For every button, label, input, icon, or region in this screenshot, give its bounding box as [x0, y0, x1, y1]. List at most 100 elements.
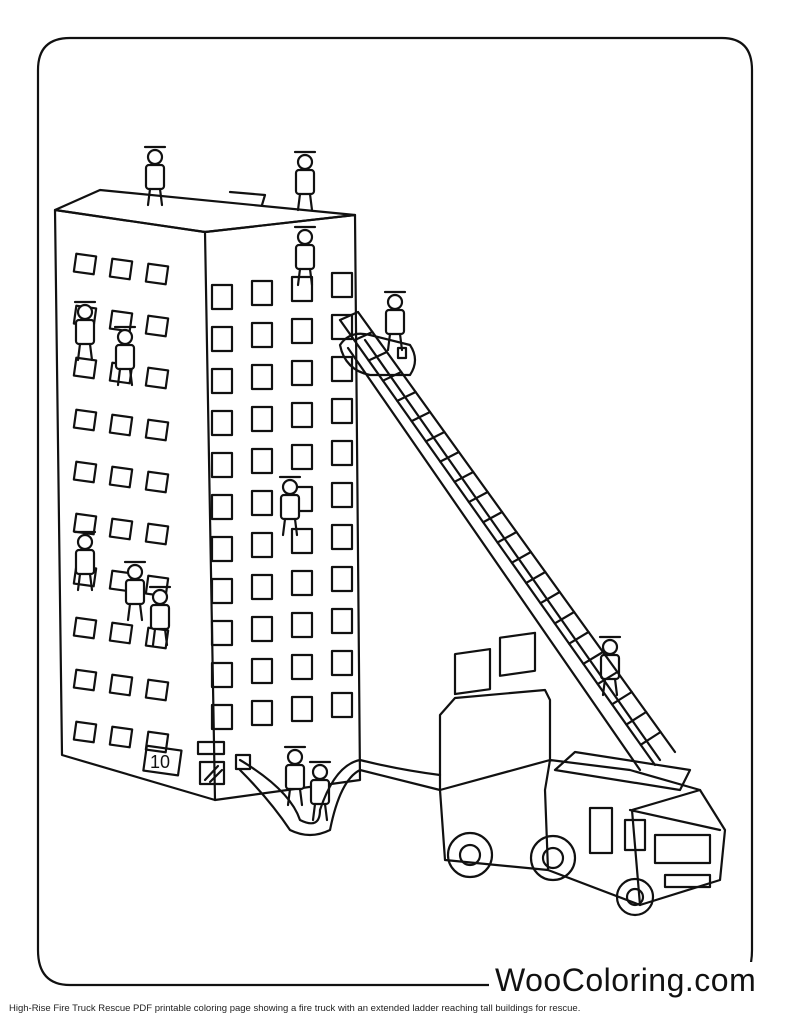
- firefighter-legs: [146, 187, 164, 207]
- window: [108, 413, 134, 437]
- firefighter-head: [116, 328, 134, 346]
- window: [108, 257, 134, 281]
- window: [72, 720, 98, 744]
- window: [72, 616, 98, 640]
- window: [290, 569, 314, 597]
- window: [250, 321, 274, 349]
- firefighter-head: [281, 478, 299, 496]
- firefighter-legs: [311, 802, 329, 822]
- window: [108, 517, 134, 541]
- window: [330, 313, 354, 341]
- page-caption: High-Rise Fire Truck Rescue PDF printabl…: [9, 1003, 581, 1014]
- window: [144, 522, 170, 546]
- ladder-rung: [510, 550, 533, 564]
- firefighter-body: [279, 493, 301, 521]
- ladder-rungs: [338, 310, 662, 746]
- window: [210, 661, 234, 689]
- firefighter-body: [114, 343, 136, 371]
- firefighter-legs: [286, 787, 304, 807]
- firefighter-head: [311, 763, 329, 781]
- ladder-rung: [496, 530, 518, 544]
- window: [144, 730, 170, 754]
- ladder-rung: [367, 350, 388, 362]
- firefighter-legs: [76, 572, 94, 592]
- firefighter-body: [294, 243, 316, 271]
- fire-hose: [238, 758, 442, 837]
- ladder-rung: [482, 510, 504, 524]
- window: [330, 523, 354, 551]
- firefighter-head: [76, 533, 94, 551]
- window: [108, 621, 134, 645]
- window: [210, 283, 234, 311]
- ladder-rung: [539, 590, 561, 605]
- window: [250, 489, 274, 517]
- window: [144, 262, 170, 286]
- window: [250, 699, 274, 727]
- window: [108, 465, 134, 489]
- ladder-rung: [582, 650, 605, 665]
- window: [210, 703, 234, 731]
- window: [330, 355, 354, 383]
- window: [144, 678, 170, 702]
- ladder-rung: [424, 430, 446, 443]
- extended-ladder: [338, 310, 677, 772]
- window: [210, 367, 234, 395]
- firefighter-head: [601, 638, 619, 656]
- ladder-rung: [353, 330, 374, 342]
- window: [210, 535, 234, 563]
- window: [250, 531, 274, 559]
- window: [210, 619, 234, 647]
- firefighter-body: [144, 163, 166, 191]
- window: [290, 275, 314, 303]
- firefighter-legs: [76, 342, 94, 362]
- firefighter-legs: [296, 267, 314, 287]
- window: [210, 493, 234, 521]
- window: [330, 397, 354, 425]
- firefighter-head: [126, 563, 144, 581]
- window: [108, 309, 134, 333]
- firefighter-legs: [281, 517, 299, 537]
- window: [72, 668, 98, 692]
- window: [290, 653, 314, 681]
- firefighter-legs: [151, 627, 169, 647]
- window: [290, 317, 314, 345]
- woocoloring-logo: WooColoring.com: [489, 962, 763, 999]
- window: [250, 279, 274, 307]
- ladder-rung: [467, 490, 489, 504]
- firefighter-head: [296, 153, 314, 171]
- window: [250, 363, 274, 391]
- ladder-rung: [525, 570, 547, 585]
- ladder-rung: [396, 390, 417, 403]
- window: [144, 418, 170, 442]
- firefighter-head: [386, 293, 404, 311]
- window: [290, 443, 314, 471]
- firefighter-body: [294, 168, 316, 196]
- windows-right-face: [210, 271, 354, 731]
- firefighter-body: [384, 308, 406, 336]
- page-frame: [36, 36, 754, 987]
- window: [330, 691, 354, 719]
- window: [330, 565, 354, 593]
- window: [250, 447, 274, 475]
- firefighter-body: [284, 763, 306, 791]
- window: [144, 314, 170, 338]
- window: [144, 470, 170, 494]
- ladder-rung: [553, 610, 576, 625]
- ladder-rung: [596, 670, 619, 686]
- window: [330, 439, 354, 467]
- window: [72, 356, 98, 380]
- ladder-bucket: [338, 332, 417, 377]
- window: [290, 401, 314, 429]
- firefighter-legs: [296, 192, 314, 212]
- firefighter-body: [74, 548, 96, 576]
- ladder-rung: [567, 630, 590, 645]
- window: [144, 366, 170, 390]
- window: [290, 359, 314, 387]
- firefighter-body: [74, 318, 96, 346]
- ladder-rung: [439, 450, 460, 463]
- firefighter-head: [296, 228, 314, 246]
- window: [250, 615, 274, 643]
- ladder-rung: [625, 710, 648, 726]
- window: [210, 325, 234, 353]
- window: [330, 649, 354, 677]
